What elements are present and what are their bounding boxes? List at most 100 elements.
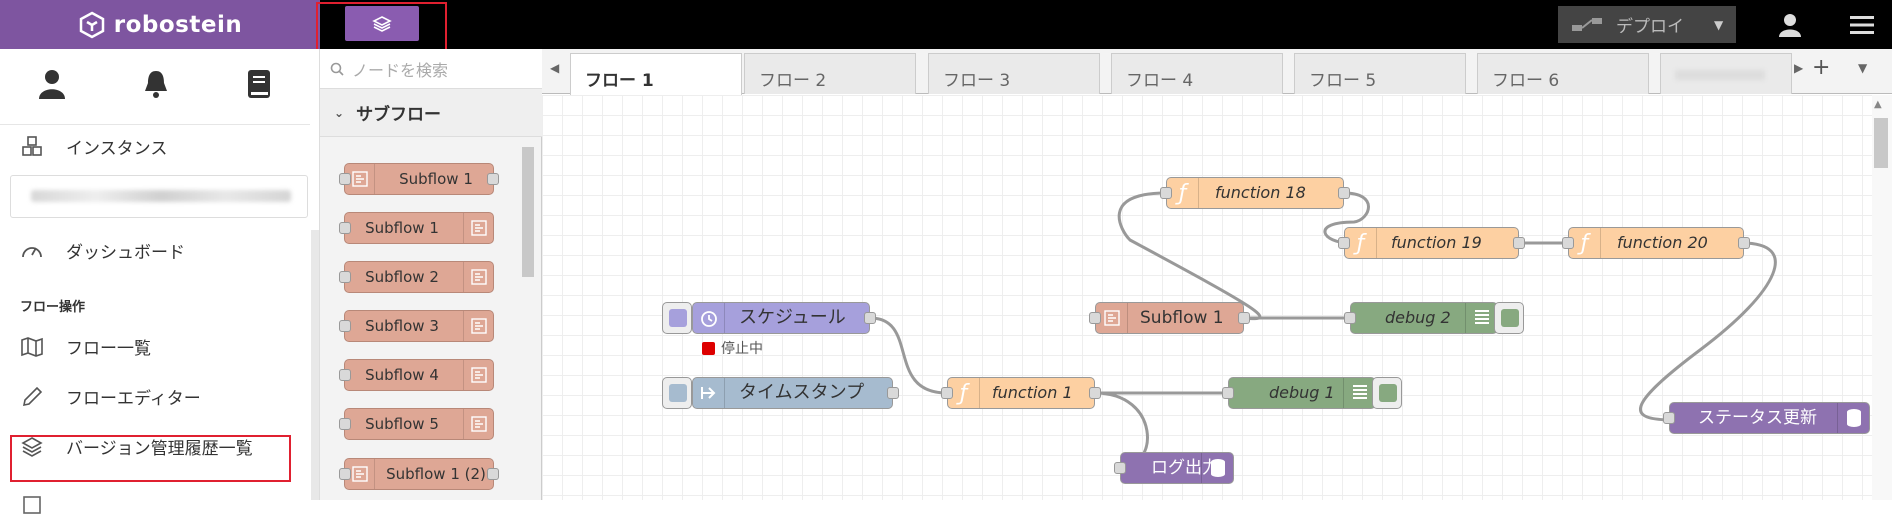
book-icon[interactable]	[247, 69, 271, 99]
tab-flow-3[interactable]: フロー 3	[928, 53, 1100, 94]
flow-node-schedule[interactable]: スケジュール	[692, 302, 876, 334]
tab-flow-2[interactable]: フロー 2	[744, 53, 916, 94]
layers-button[interactable]	[345, 6, 419, 41]
deploy-label: デプロイ	[1616, 17, 1684, 37]
palette-node-subflow[interactable]: Subflow 5	[339, 408, 494, 440]
palette-node-subflow[interactable]: Subflow 1 (2)	[339, 458, 499, 490]
bell-icon[interactable]	[143, 69, 169, 99]
flow-node-subflow-1[interactable]: Subflow 1	[1089, 302, 1250, 334]
output-port[interactable]	[864, 312, 876, 324]
map-icon	[21, 336, 43, 357]
brand-logo[interactable]: robostein	[0, 0, 320, 49]
nav-item-partial[interactable]	[20, 493, 44, 517]
output-port[interactable]	[1338, 187, 1350, 199]
instance-select[interactable]	[10, 175, 308, 218]
input-port[interactable]	[1344, 312, 1356, 324]
tab-list-icon[interactable]: ▼	[1858, 61, 1868, 75]
flow-node-debug-2[interactable]: debug 2	[1344, 302, 1498, 334]
node-label: function 20	[1617, 233, 1708, 252]
partial-icon	[23, 496, 41, 514]
flow-node-function-19[interactable]: ƒ function 19	[1338, 227, 1525, 259]
scroll-right-icon[interactable]: ▶	[1794, 61, 1804, 75]
node-label: ログ出力	[1151, 458, 1219, 478]
palette-node-subflow[interactable]: Subflow 1	[339, 163, 499, 195]
flow-canvas[interactable]	[542, 95, 1872, 500]
layers-icon	[21, 436, 43, 457]
hamburger-icon	[1850, 16, 1874, 34]
input-port[interactable]	[1222, 387, 1234, 399]
add-tab-icon[interactable]: +	[1812, 55, 1831, 80]
tab-label: フロー 4	[1126, 71, 1194, 91]
tab-flow-6[interactable]: フロー 6	[1477, 53, 1649, 94]
tab-flow-4[interactable]: フロー 4	[1111, 53, 1283, 94]
palette-category-header[interactable]: ⌄ サブフロー	[320, 89, 542, 137]
scroll-left-icon[interactable]: ◀	[550, 61, 560, 75]
debug-toggle-button[interactable]	[1494, 302, 1524, 334]
list-icon	[1343, 378, 1375, 408]
tab-flow-1[interactable]: フロー 1	[570, 53, 742, 95]
nav-scrollbar[interactable]	[311, 230, 319, 500]
tab-label: フロー 5	[1309, 71, 1377, 91]
layers-icon	[372, 15, 392, 32]
input-port[interactable]	[1663, 412, 1675, 424]
scroll-up-icon[interactable]: ▲	[1874, 99, 1882, 110]
nav-item-version-history[interactable]: バージョン管理履歴一覧	[20, 434, 253, 459]
output-port	[487, 468, 499, 480]
subflow-icon	[463, 311, 493, 341]
palette-node-subflow[interactable]: Subflow 1	[339, 212, 494, 244]
tab-truncated[interactable]	[1660, 53, 1792, 94]
input-port[interactable]	[941, 387, 953, 399]
subflow-icon	[463, 213, 493, 243]
left-navigation: インスタンス ダッシュボード フロー操作 フロー一覧 フローエディター バージョ…	[0, 49, 320, 514]
palette-node-subflow[interactable]: Subflow 3	[339, 310, 494, 342]
flow-node-debug-1[interactable]: debug 1	[1222, 377, 1376, 409]
inject-trigger-button[interactable]	[662, 302, 692, 334]
output-port[interactable]	[1238, 312, 1250, 324]
arrow-in-icon	[693, 378, 725, 408]
palette-search[interactable]: ノードを検索	[320, 49, 542, 89]
canvas-scrollbar[interactable]	[1872, 95, 1892, 500]
output-port[interactable]	[1089, 387, 1101, 399]
nav-item-instances[interactable]: インスタンス	[20, 134, 167, 159]
palette-node-subflow[interactable]: Subflow 4	[339, 359, 494, 391]
tab-flow-5[interactable]: フロー 5	[1294, 53, 1466, 94]
node-label: debug 2	[1385, 308, 1451, 327]
tab-label: フロー 6	[1492, 71, 1560, 91]
chevron-down-icon: ⌄	[334, 105, 345, 120]
output-port[interactable]	[887, 387, 899, 399]
user-menu-button[interactable]	[1772, 8, 1808, 42]
debug-toggle-button[interactable]	[1372, 377, 1402, 409]
user-icon[interactable]	[39, 69, 65, 99]
nav-item-flow-list[interactable]: フロー一覧	[20, 334, 151, 359]
nav-item-flow-editor[interactable]: フローエディター	[20, 384, 201, 409]
input-port[interactable]	[1114, 462, 1126, 474]
flow-node-status-update[interactable]: ステータス更新	[1663, 402, 1870, 434]
flow-node-timestamp[interactable]: タイムスタンプ	[692, 377, 899, 409]
inject-trigger-button[interactable]	[662, 377, 692, 409]
output-port[interactable]	[1738, 237, 1750, 249]
input-port[interactable]	[1160, 187, 1172, 199]
subflow-icon	[463, 262, 493, 292]
input-port	[339, 320, 351, 332]
node-label: debug 1	[1269, 383, 1335, 402]
chevron-down-icon[interactable]: ▼	[1714, 17, 1724, 32]
flow-node-log[interactable]: ログ出力	[1114, 452, 1234, 484]
input-port[interactable]	[1338, 237, 1350, 249]
subflow-icon	[1096, 303, 1128, 333]
node-label: Subflow 1	[1140, 308, 1224, 328]
list-icon	[1465, 303, 1497, 333]
main-menu-button[interactable]	[1842, 8, 1882, 42]
timer-icon	[693, 303, 725, 333]
canvas-scrollbar-thumb[interactable]	[1874, 118, 1888, 168]
nav-item-dashboard[interactable]: ダッシュボード	[20, 238, 185, 263]
flow-node-function-1[interactable]: ƒ function 1	[941, 377, 1101, 409]
palette-node-subflow[interactable]: Subflow 2	[339, 261, 494, 293]
function-icon: ƒ	[1569, 228, 1601, 258]
flow-node-function-20[interactable]: ƒ function 20	[1562, 227, 1750, 259]
input-port[interactable]	[1089, 312, 1101, 324]
output-port[interactable]	[1513, 237, 1525, 249]
palette-scrollbar[interactable]	[522, 147, 534, 277]
deploy-button[interactable]: デプロイ ▼	[1558, 6, 1736, 43]
input-port[interactable]	[1562, 237, 1574, 249]
flow-node-function-18[interactable]: ƒ function 18	[1160, 177, 1350, 209]
